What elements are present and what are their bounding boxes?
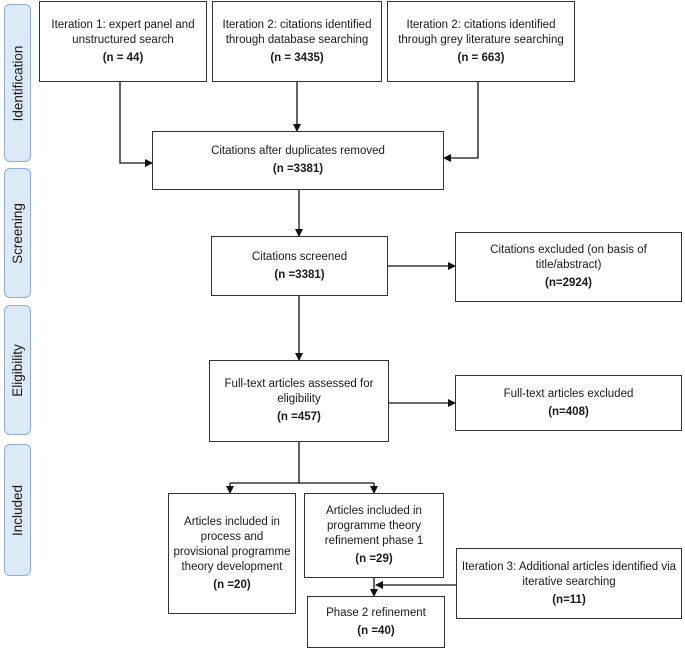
box-process-development-count: (n =20)	[213, 578, 251, 591]
box-fulltext-excluded-count: (n=408)	[548, 405, 589, 418]
box-iteration2-grey: Iteration 2: citations identified throug…	[387, 1, 575, 82]
box-iteration1-text: Iteration 1: expert panel and unstructur…	[51, 18, 195, 46]
box-refinement-phase1-text: Articles included in programme theory re…	[324, 505, 424, 547]
box-citations-screened-text: Citations screened	[251, 250, 348, 263]
stage-screening: Screening	[4, 168, 31, 298]
arrow-grey-to-duplicates	[443, 82, 479, 162]
stage-eligibility: Eligibility	[4, 305, 31, 435]
box-iteration1-count: (n = 44)	[102, 51, 144, 64]
box-refinement-phase1-count: (n =29)	[355, 553, 393, 565]
stage-included: Included	[4, 444, 31, 576]
box-refinement-phase1: Articles included in programme theory re…	[304, 493, 444, 578]
split-fulltext	[230, 442, 300, 484]
box-iteration2-grey-text: Iteration 2: citations identified throug…	[398, 18, 564, 46]
box-fulltext-excluded: Full-text articles excluded (n=408)	[455, 375, 682, 431]
box-duplicates-removed: Citations after duplicates removed (n =3…	[152, 131, 444, 190]
box-iteration3: Iteration 3: Additional articles identif…	[456, 548, 682, 619]
box-iteration2-grey-count: (n = 663)	[457, 51, 505, 64]
box-duplicates-removed-text: Citations after duplicates removed	[211, 145, 385, 157]
box-phase2-refinement-text: Phase 2 refinement	[326, 606, 426, 619]
box-iteration2-database-text: Iteration 2: citations identified throug…	[222, 18, 372, 46]
box-iteration2-database: Iteration 2: citations identified throug…	[212, 1, 382, 82]
box-fulltext-assessed: Full-text articles assessed for eligibil…	[209, 360, 389, 442]
box-iteration3-count: (n=11)	[552, 593, 586, 606]
box-fulltext-excluded-text: Full-text articles excluded	[503, 387, 634, 400]
box-iteration2-database-count: (n = 3435)	[270, 51, 324, 64]
box-process-development-text: Articles included in process and provisi…	[173, 515, 291, 573]
box-iteration1: Iteration 1: expert panel and unstructur…	[39, 1, 207, 82]
stage-identification: Identification	[4, 4, 31, 162]
box-phase2-refinement: Phase 2 refinement (n =40)	[307, 596, 445, 648]
box-process-development: Articles included in process and provisi…	[168, 493, 296, 614]
box-phase2-refinement-count: (n =40)	[357, 624, 395, 637]
box-citations-excluded: Citations excluded (on basis of title/ab…	[455, 232, 682, 302]
box-fulltext-assessed-text: Full-text articles assessed for eligibil…	[224, 378, 374, 405]
box-fulltext-assessed-count: (n =457)	[277, 411, 321, 423]
box-citations-excluded-count: (n=2924)	[545, 277, 592, 289]
box-citations-excluded-text: Citations excluded (on basis of title/ab…	[490, 244, 647, 271]
box-iteration3-text: Iteration 3: Additional articles identif…	[461, 560, 677, 588]
box-citations-screened-count: (n =3381)	[274, 268, 325, 281]
box-citations-screened: Citations screened (n =3381)	[211, 236, 388, 296]
arrow-iter1-to-duplicates	[119, 82, 153, 167]
box-duplicates-removed-count: (n =3381)	[272, 163, 324, 175]
